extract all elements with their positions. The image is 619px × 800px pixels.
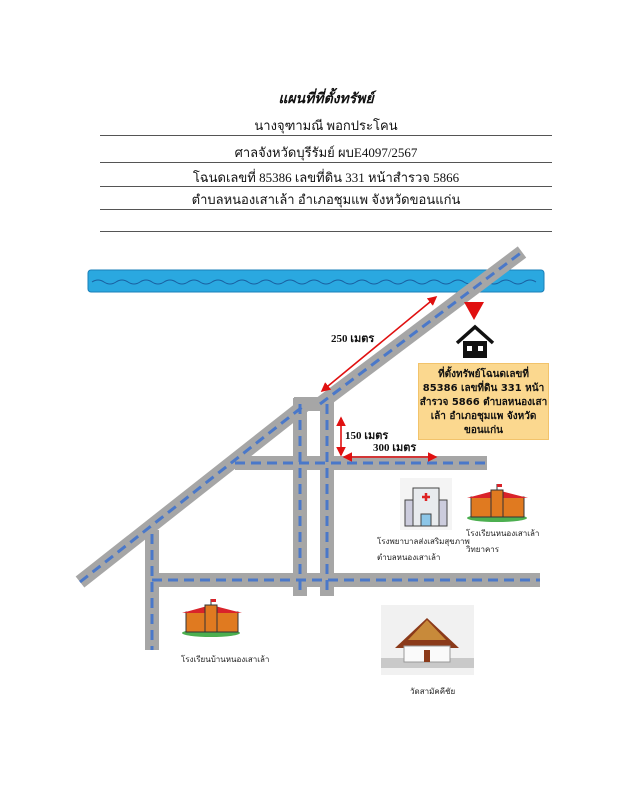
label-line: โรงเรียนหนองเสาเล้า xyxy=(466,529,540,538)
house-icon xyxy=(455,324,495,358)
divider xyxy=(100,135,552,136)
map-title: แผนที่ที่ตั้งทรัพย์ xyxy=(278,92,374,107)
location-info: ตำบลหนองเสาเล้า อำเภอชุมแพ จังหวัดขอนแก่… xyxy=(191,192,461,207)
divider xyxy=(100,162,552,163)
owner-name: นางจุฑามณี พอกประโคน xyxy=(254,118,398,133)
distance-250: 250 เมตร xyxy=(331,333,375,345)
property-info-box: ที่ตั้งทรัพย์โฉนดเลขที่ 85386 เลขที่ดิน … xyxy=(418,363,549,440)
divider xyxy=(100,186,552,187)
property-marker-icon xyxy=(464,302,484,320)
river xyxy=(87,269,545,293)
temple-icon xyxy=(381,605,474,675)
label-line: ตำบลหนองเสาเล้า xyxy=(377,553,441,562)
school-icon xyxy=(182,599,242,637)
hospital-label: โรงพยาบาลส่งเสริมสุขภาพ ตำบลหนองเสาเล้า xyxy=(377,534,470,566)
hospital-icon xyxy=(400,478,452,530)
label-line: โรงพยาบาลส่งเสริมสุขภาพ xyxy=(377,537,470,546)
distance-300: 300 เมตร xyxy=(373,442,417,454)
divider xyxy=(100,231,552,232)
case-number: ศาลจังหวัดบุรีรัมย์ ผบE4097/2567 xyxy=(234,145,418,160)
deed-info: โฉนดเลขที่ 85386 เลขที่ดิน 331 หน้าสำรวจ… xyxy=(192,170,460,185)
distance-150: 150 เมตร xyxy=(345,430,389,442)
school2-label: โรงเรียนบ้านหนองเสาเล้า xyxy=(181,655,270,664)
school1-label: โรงเรียนหนองเสาเล้า วิทยาคาร xyxy=(466,526,539,558)
school-icon xyxy=(467,484,528,522)
label-line: วิทยาคาร xyxy=(466,545,500,554)
distance-arrows xyxy=(320,295,438,462)
divider xyxy=(100,209,552,210)
temple-label: วัดสามัคคีชัย xyxy=(410,687,456,696)
